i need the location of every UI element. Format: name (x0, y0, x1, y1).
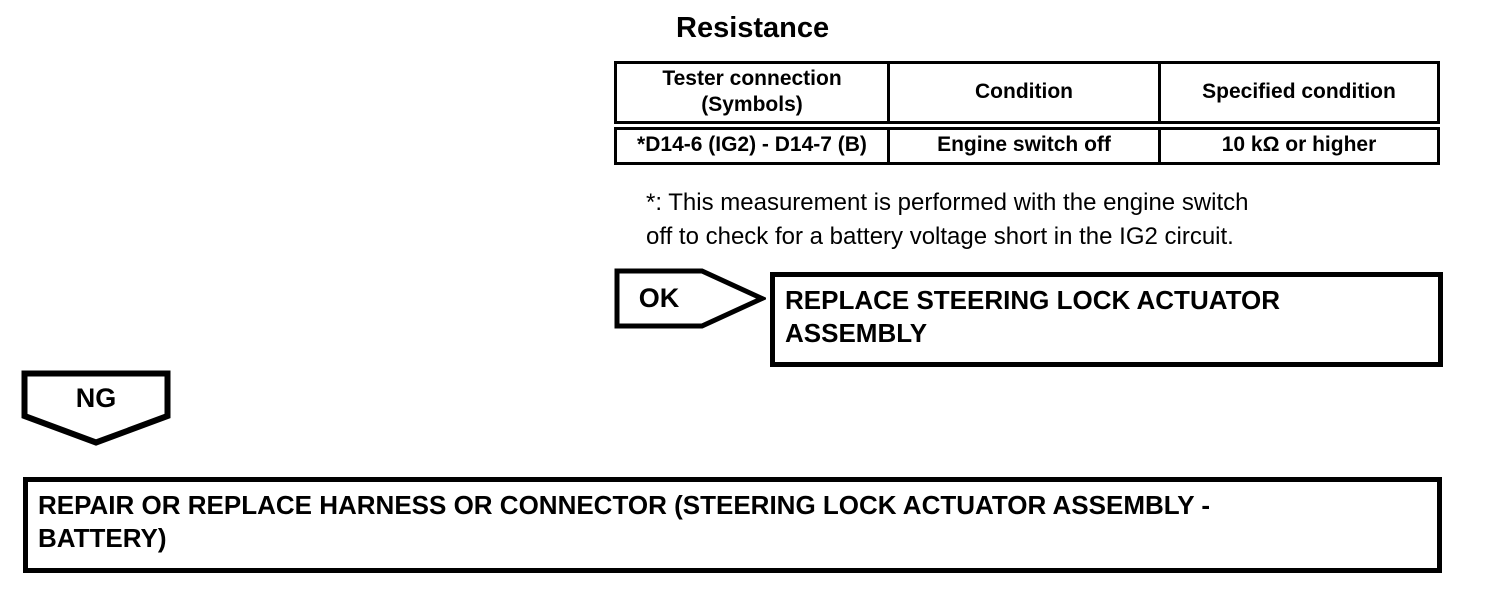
ok-arrow-shape (614, 268, 766, 329)
ng-arrow-shape (21, 370, 171, 446)
ok-label: OK (638, 283, 680, 313)
ok-result-line: REPLACE STEERING LOCK ACTUATOR (785, 285, 1280, 315)
header-tester-connection: Tester connection (Symbols) (614, 61, 890, 130)
cell-tester-connection: *D14-6 (IG2) - D14-7 (B) (614, 123, 890, 165)
footnote: *: This measurement is performed with th… (646, 186, 1249, 254)
footnote-line: off to check for a battery voltage short… (646, 223, 1234, 250)
ok-result-box: REPLACE STEERING LOCK ACTUATOR ASSEMBLY (770, 272, 1443, 367)
page-title: Resistance (676, 12, 830, 44)
cell-condition: Engine switch off (887, 123, 1161, 165)
ok-result-line: ASSEMBLY (785, 318, 928, 348)
header-specified-condition: Specified condition (1158, 61, 1440, 130)
ng-label: NG (75, 383, 117, 413)
table-row: *D14-6 (IG2) - D14-7 (B) Engine switch o… (614, 123, 1440, 165)
resistance-spec-table: Tester connection (Symbols) Condition Sp… (614, 61, 1440, 165)
ok-connector: OK (613, 267, 766, 330)
ng-result-line: BATTERY) (38, 523, 167, 553)
footnote-line: *: This measurement is performed with th… (646, 189, 1249, 216)
ng-result-line: REPAIR OR REPLACE HARNESS OR CONNECTOR (… (38, 490, 1211, 520)
ng-result-box: REPAIR OR REPLACE HARNESS OR CONNECTOR (… (23, 477, 1442, 573)
table-header-row: Tester connection (Symbols) Condition Sp… (614, 61, 1440, 130)
header-condition: Condition (887, 61, 1161, 130)
cell-specified-condition: 10 kΩ or higher (1158, 123, 1440, 165)
ng-connector: NG (21, 370, 171, 447)
